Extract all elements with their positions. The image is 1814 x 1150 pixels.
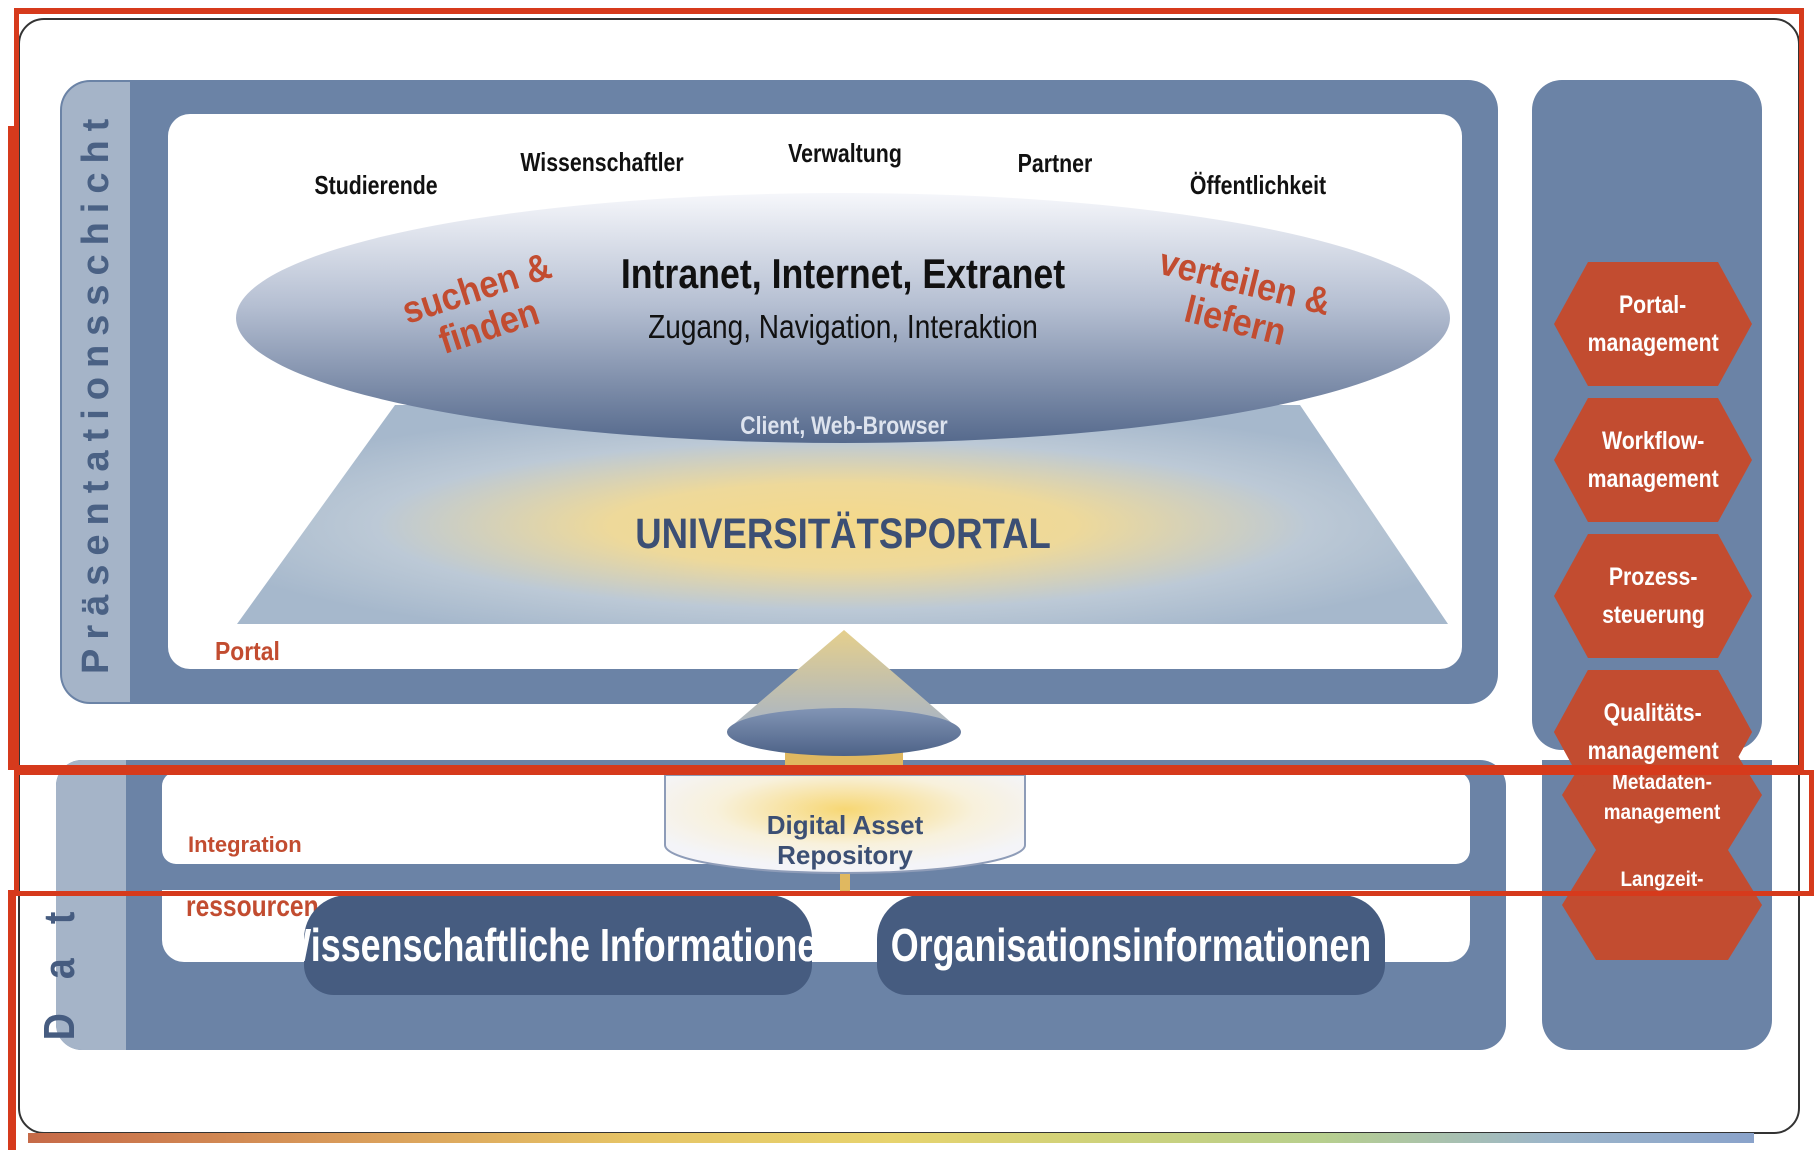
hex-longterm-label: Langzeit- [1562, 868, 1762, 892]
hex-portal-management: Portal-management [1587, 291, 1719, 357]
bottom-color-strip [28, 1133, 1754, 1143]
portal-title: UNIVERSITÄTSPORTAL [635, 510, 1051, 558]
info-box-organisational: Organisationsinformationen [877, 895, 1385, 995]
audience-wissenschaftler: Wissenschaftler [520, 147, 684, 177]
hexagon-shape [1554, 398, 1752, 522]
repository-line2: Repository [777, 840, 913, 870]
integration-label: Integration [188, 832, 302, 857]
ellipse-shape [236, 193, 1450, 443]
hex-quality-management: Qualitäts-management [1587, 699, 1719, 765]
hex-metadata-line2: management [1603, 801, 1721, 824]
highlight-box-presentation [14, 8, 1804, 770]
hex-workflow-management: Workflow-management [1587, 427, 1719, 493]
repository-line1: Digital Asset [766, 810, 924, 840]
info-box-organisational-label: Organisationsinformationen [890, 919, 1372, 971]
hex-longterm-line1: Langzeit- [1620, 868, 1704, 891]
audience-oeffentlichkeit: Öffentlichkeit [1189, 170, 1327, 200]
ellipse-subtitle: Zugang, Navigation, Interaktion [648, 308, 1038, 345]
audience-studierende: Studierende [314, 170, 438, 200]
hex-metadata-management-label: Metadaten- management [1562, 768, 1762, 828]
hexagon-shape [1554, 534, 1752, 658]
portal-label: Portal [215, 636, 280, 666]
portal-trapezoid [237, 405, 1448, 624]
info-box-scientific-label: Wissenschaftliche Informationen [277, 919, 839, 971]
hexagon-shape [1554, 262, 1752, 386]
data-layer-side-bar [56, 760, 126, 1050]
hexagon-shape [1562, 850, 1762, 960]
highlight-box-integration [14, 770, 1814, 896]
info-box-scientific: Wissenschaftliche Informationen [277, 895, 839, 995]
cone-base [727, 708, 961, 756]
repository-label: Digital Asset Repository [745, 810, 945, 870]
presentation-layer-side-bar [62, 82, 130, 702]
cone-shape [727, 630, 960, 730]
audience-verwaltung: Verwaltung [788, 138, 902, 168]
highlight-box-left-rule [8, 126, 14, 770]
hex-process-control: Prozess-steuerung [1601, 563, 1705, 629]
hex-metadata-line1: Metadaten- [1612, 771, 1712, 794]
ellipse-title: Intranet, Internet, Extranet [620, 250, 1066, 297]
client-browser-label: Client, Web-Browser [740, 412, 948, 440]
audience-partner: Partner [1017, 148, 1093, 178]
cylinder-shape [664, 774, 1026, 874]
highlight-box-data [8, 890, 16, 1150]
connector-stem [840, 862, 850, 894]
